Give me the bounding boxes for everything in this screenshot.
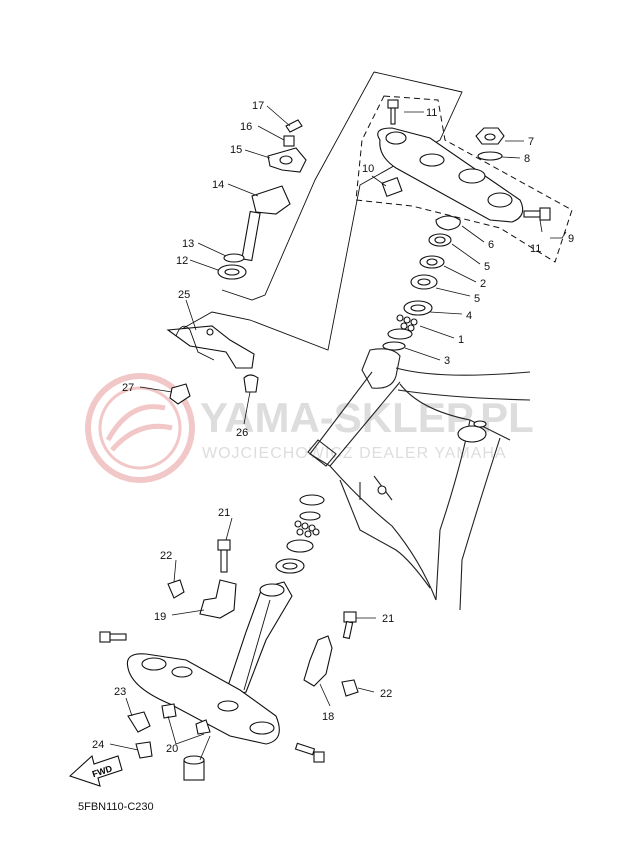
- clip-20-right: [195, 719, 211, 735]
- ring-nut-5a: [428, 233, 452, 247]
- bolt-11-right: [523, 207, 551, 221]
- callout-18: 18: [322, 711, 334, 723]
- callout-20: 20: [166, 743, 178, 755]
- lower-holder-14: [241, 185, 291, 262]
- callout-21-right: 21: [382, 613, 394, 625]
- callout-16: 16: [240, 121, 252, 133]
- washer-6: [435, 215, 461, 231]
- washer-8: [477, 151, 503, 161]
- clip-22-left: [167, 579, 185, 599]
- stem-bottom-nut: [183, 755, 205, 781]
- lower-balls: [294, 520, 320, 538]
- frame: [307, 348, 531, 611]
- callout-22-right: 22: [380, 688, 392, 700]
- callout-13: 13: [182, 238, 194, 250]
- lower-race: [299, 494, 325, 521]
- callout-1: 1: [458, 334, 464, 346]
- callout-27: 27: [122, 382, 134, 394]
- ball-race-3: [382, 341, 406, 351]
- watermark-subtitle: WOJCIECHOWICZ DEALER YAMAHA: [202, 445, 507, 462]
- rubber-washer-2: [419, 255, 445, 269]
- watermark-logo: [85, 373, 195, 483]
- callout-15: 15: [230, 144, 242, 156]
- callout-11-top: 11: [426, 107, 437, 119]
- upper-holder-15: [267, 147, 307, 173]
- callout-11-right: 11: [530, 243, 541, 255]
- damper-12: [217, 264, 247, 280]
- bolt-front: [99, 631, 127, 643]
- clamp-24: [135, 741, 153, 759]
- callout-23: 23: [114, 686, 126, 698]
- diagram-code: 5FBN110-C230: [78, 801, 154, 813]
- callout-5a: 5: [484, 261, 490, 273]
- nut-7: [475, 127, 505, 145]
- bolt-rear: [294, 742, 325, 763]
- fwd-arrow: FWD: [68, 754, 123, 787]
- callout-21-left: 21: [218, 507, 230, 519]
- callout-4: 4: [466, 310, 472, 322]
- washer-13: [223, 253, 245, 263]
- bracket-18: [303, 635, 333, 687]
- callout-3: 3: [444, 355, 450, 367]
- watermark: YAMA-SKLEP.PL WOJCIECHOWICZ DEALER YAMAH…: [85, 373, 534, 483]
- callout-10: 10: [362, 163, 374, 175]
- callout-14: 14: [212, 179, 224, 191]
- callouts: 17 16 15 14 13 12 25 27 26 11 7 8 10 6 5…: [92, 100, 574, 755]
- clip-26: [243, 374, 259, 393]
- upper-bracket: [377, 127, 524, 223]
- callout-6: 6: [488, 239, 494, 251]
- callout-26: 26: [236, 427, 248, 439]
- bolt-21-left: [217, 539, 231, 573]
- bolt-17: [285, 119, 303, 133]
- steering-stem: [227, 581, 293, 697]
- leader-lines: [109, 105, 567, 761]
- callout-22-left: 22: [160, 550, 172, 562]
- callout-17: 17: [252, 100, 264, 112]
- bracket-19: [199, 579, 237, 619]
- callout-5b: 5: [474, 293, 480, 305]
- bolt-11-top: [387, 99, 399, 125]
- ball-bearings-1: [387, 314, 418, 340]
- handlebar-group-outline: [179, 71, 463, 351]
- cable-guide-25: [166, 325, 255, 369]
- washer-16: [283, 135, 295, 147]
- callout-24: 24: [92, 739, 104, 751]
- callout-19: 19: [154, 611, 166, 623]
- guide-23: [127, 711, 151, 733]
- under-bracket: [126, 653, 280, 745]
- bearing-cover-4: [403, 300, 433, 316]
- callout-7: 7: [528, 136, 534, 148]
- ring-nut-5b: [410, 274, 438, 290]
- clip-20-left: [161, 703, 177, 719]
- callout-9: 9: [568, 233, 574, 245]
- clip-22-right: [341, 679, 359, 697]
- callout-25: 25: [178, 289, 190, 301]
- clip-27: [169, 383, 191, 405]
- upper-bracket-dashed-box: [355, 95, 573, 263]
- bolt-21-right: [342, 611, 357, 640]
- callout-8: 8: [524, 153, 530, 165]
- callout-12: 12: [176, 255, 188, 267]
- callout-2: 2: [480, 278, 486, 290]
